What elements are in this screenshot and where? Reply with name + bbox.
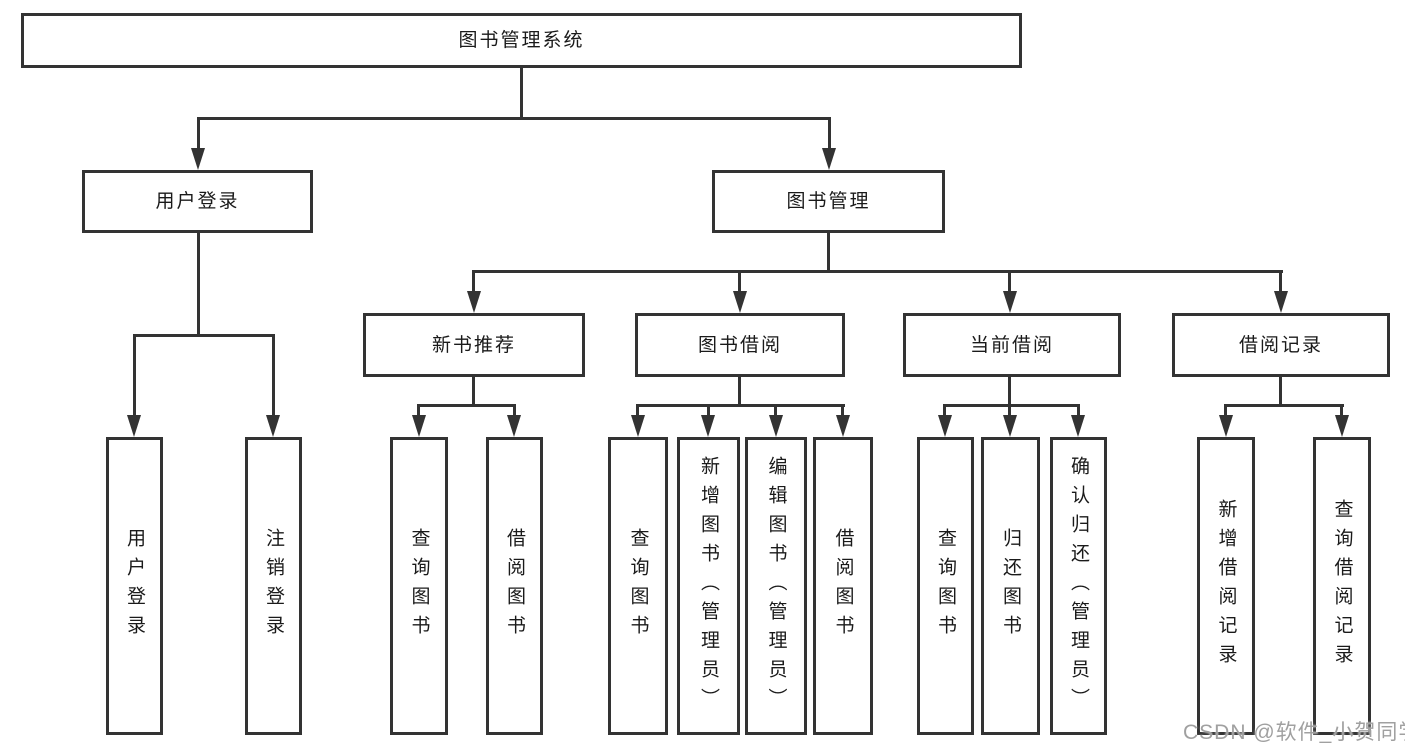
arrow-down-icon <box>467 291 481 313</box>
node-library-management-system: 图书管理系统 <box>21 13 1022 68</box>
connector-v-line <box>738 270 741 294</box>
node-label: 借阅记录 <box>1238 334 1323 356</box>
arrow-down-icon <box>733 291 747 313</box>
arrow-down-icon <box>938 415 952 437</box>
leaf-user-login: 用户登录 <box>106 437 163 735</box>
watermark-text: CSDN @软件_小贺同学 <box>1183 721 1405 744</box>
arrow-down-icon <box>836 415 850 437</box>
arrow-down-icon <box>1335 415 1349 437</box>
connector-v-line <box>841 404 844 418</box>
connector-v-line <box>1279 377 1282 407</box>
connector-v-line <box>1008 377 1011 407</box>
connector-v-line <box>513 404 516 418</box>
leaf-borrowing-query-books: 查询图书 <box>608 437 668 735</box>
node-label: 新书推荐 <box>431 334 516 356</box>
node-label: 查询借阅记录 <box>1331 499 1353 673</box>
connector-v-line <box>133 334 136 418</box>
connector-h-line <box>1224 404 1344 407</box>
connector-v-line <box>738 377 741 407</box>
connector-v-line <box>472 270 475 294</box>
node-label: 确认归还（管理员） <box>1068 455 1089 717</box>
node-borrowing-records: 借阅记录 <box>1172 313 1390 377</box>
connector-v-line <box>417 404 420 418</box>
leaf-recommend-query-books: 查询图书 <box>390 437 448 735</box>
arrow-down-icon <box>191 148 205 170</box>
arrow-down-icon <box>769 415 783 437</box>
leaf-current-query-books: 查询图书 <box>917 437 974 735</box>
leaf-logout: 注销登录 <box>245 437 302 735</box>
leaf-current-confirm-return-admin: 确认归还（管理员） <box>1050 437 1107 735</box>
node-label: 用户登录 <box>124 528 145 644</box>
node-label: 编辑图书（管理员） <box>765 455 787 717</box>
arrow-down-icon <box>1003 291 1017 313</box>
arrow-down-icon <box>631 415 645 437</box>
node-label: 查询图书 <box>627 528 649 644</box>
connector-h-line <box>472 270 1283 273</box>
leaf-records-add-borrow-record: 新增借阅记录 <box>1197 437 1255 735</box>
leaf-recommend-borrow-books: 借阅图书 <box>486 437 543 735</box>
node-label: 归还图书 <box>1000 528 1021 644</box>
connector-v-line <box>197 233 200 336</box>
node-label: 查询图书 <box>408 528 430 644</box>
node-book-borrowing: 图书借阅 <box>635 313 845 377</box>
node-label: 注销登录 <box>263 528 284 644</box>
node-label: 借阅图书 <box>504 528 525 644</box>
arrow-down-icon <box>412 415 426 437</box>
connector-v-line <box>828 117 831 151</box>
connector-v-line <box>1279 270 1282 294</box>
connector-h-line <box>133 334 275 337</box>
connector-v-line <box>943 404 946 418</box>
connector-v-line <box>1340 404 1343 418</box>
arrow-down-icon <box>701 415 715 437</box>
connector-h-line <box>197 117 831 120</box>
leaf-borrowing-add-books-admin: 新增图书（管理员） <box>677 437 740 735</box>
arrow-down-icon <box>1003 415 1017 437</box>
node-new-book-recommendation: 新书推荐 <box>363 313 585 377</box>
node-label: 借阅图书 <box>832 528 854 644</box>
node-label: 用户登录 <box>155 191 240 212</box>
node-label: 新增图书（管理员） <box>698 455 719 717</box>
connector-v-line <box>272 334 275 418</box>
node-label: 图书借阅 <box>697 334 782 356</box>
leaf-current-return-books: 归还图书 <box>981 437 1040 735</box>
connector-h-line <box>636 404 845 407</box>
leaf-borrowing-edit-books-admin: 编辑图书（管理员） <box>745 437 807 735</box>
arrow-down-icon <box>1274 291 1288 313</box>
connector-v-line <box>707 404 710 418</box>
node-label: 当前借阅 <box>969 334 1054 356</box>
node-book-management: 图书管理 <box>712 170 945 233</box>
connector-v-line <box>1008 270 1011 294</box>
node-user-login: 用户登录 <box>82 170 313 233</box>
arrow-down-icon <box>1219 415 1233 437</box>
node-label: 图书管理系统 <box>458 30 585 51</box>
leaf-borrowing-borrow-books: 借阅图书 <box>813 437 873 735</box>
node-label: 新增借阅记录 <box>1215 499 1237 673</box>
connector-v-line <box>1008 404 1011 418</box>
connector-v-line <box>1077 404 1080 418</box>
node-current-borrowing: 当前借阅 <box>903 313 1121 377</box>
connector-h-line <box>943 404 1080 407</box>
node-label: 查询图书 <box>935 528 956 644</box>
arrow-down-icon <box>507 415 521 437</box>
connector-v-line <box>774 404 777 418</box>
leaf-records-query-borrow-record: 查询借阅记录 <box>1313 437 1371 735</box>
connector-v-line <box>472 377 475 407</box>
node-label: 图书管理 <box>786 191 871 212</box>
connector-v-line <box>636 404 639 418</box>
connector-v-line <box>197 117 200 151</box>
arrow-down-icon <box>127 415 141 437</box>
connector-v-line <box>1224 404 1227 418</box>
connector-v-line <box>827 233 830 273</box>
arrow-down-icon <box>266 415 280 437</box>
arrow-down-icon <box>822 148 836 170</box>
connector-v-line <box>520 68 523 119</box>
arrow-down-icon <box>1071 415 1085 437</box>
connector-h-line <box>417 404 516 407</box>
